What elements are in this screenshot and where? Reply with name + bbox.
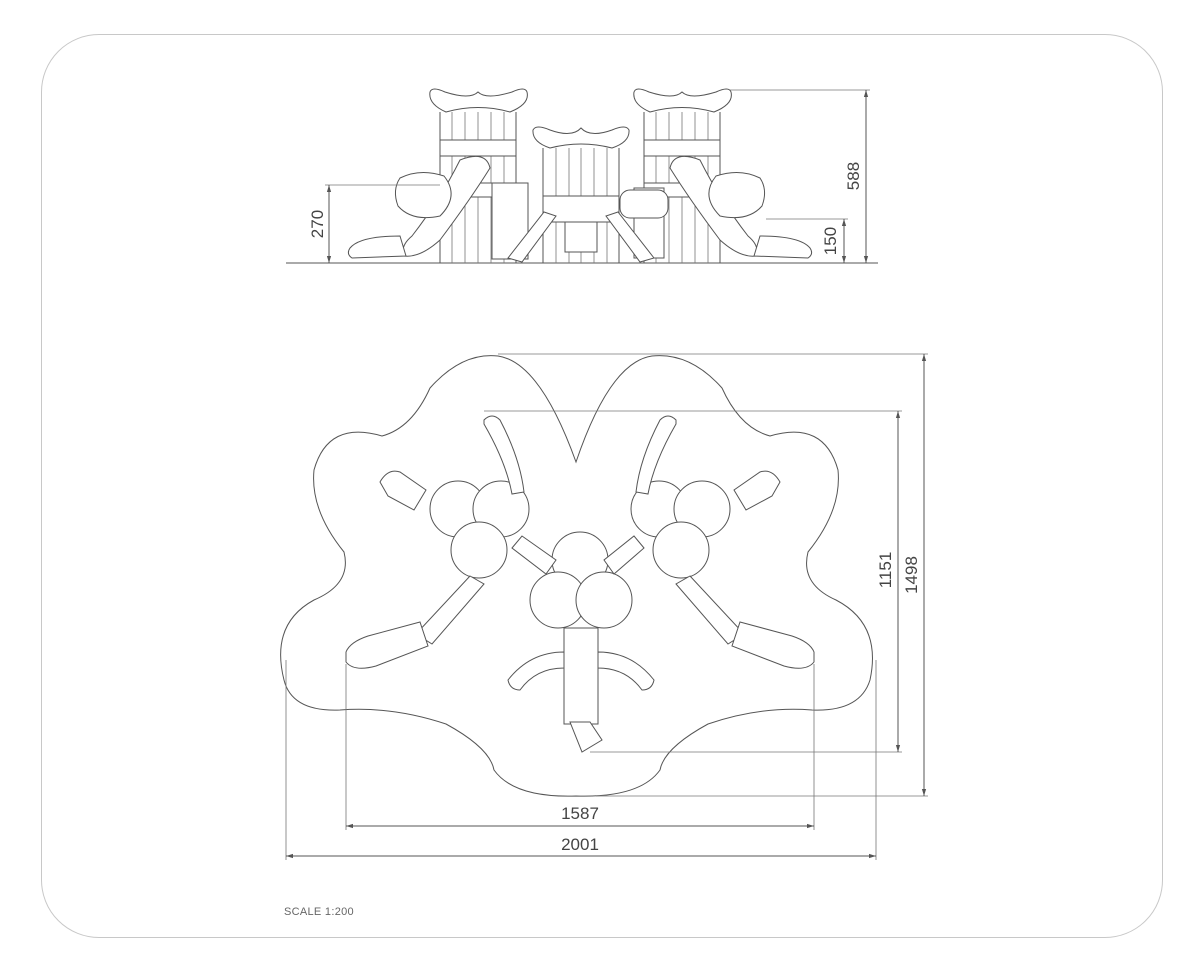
slide-short-left [379, 470, 427, 511]
dim-label-2001: 2001 [561, 835, 599, 854]
dim-depth-outer: 1498 [498, 353, 928, 797]
scale-note: SCALE 1:200 [284, 906, 354, 918]
slide-center-left [507, 651, 565, 691]
dim-overall-height: 588 [730, 89, 870, 263]
bridge-left [511, 535, 557, 575]
plan-view: 1498 1151 1587 2001 [280, 353, 928, 860]
dim-low-platform-height: 150 [766, 218, 848, 263]
dim-label-1151: 1151 [876, 552, 895, 589]
center-ladder [563, 627, 599, 725]
slide-upper-right [635, 415, 677, 495]
dim-label-270: 270 [308, 210, 327, 238]
right-tower-platforms [630, 480, 731, 579]
dim-label-150: 150 [821, 227, 840, 255]
dim-label-588: 588 [844, 162, 863, 190]
dim-platform-height: 270 [308, 184, 440, 263]
slide-short-right [733, 470, 781, 511]
dim-width-inner: 1587 [345, 664, 815, 830]
left-tower-platforms [429, 480, 530, 579]
slide-center-right [597, 651, 655, 691]
slide-long-right-exit [731, 621, 815, 669]
drawing-frame [41, 34, 1163, 938]
center-tower [532, 126, 630, 263]
dim-depth-inner: 1151 [484, 410, 902, 753]
slide-long-left [415, 575, 485, 645]
center-tower-platforms [529, 531, 633, 629]
dim-label-1587: 1587 [561, 804, 599, 823]
slide-upper-left [483, 415, 525, 495]
elevation-view: 588 150 270 [286, 88, 878, 264]
slide-long-left-exit [345, 621, 429, 669]
left-spiral-slide [347, 155, 491, 259]
bridge-right [603, 535, 645, 575]
slide-long-right [675, 575, 745, 645]
right-spiral-slide [669, 155, 813, 259]
dim-label-1498: 1498 [902, 556, 921, 594]
dim-width-outer: 2001 [285, 660, 877, 860]
